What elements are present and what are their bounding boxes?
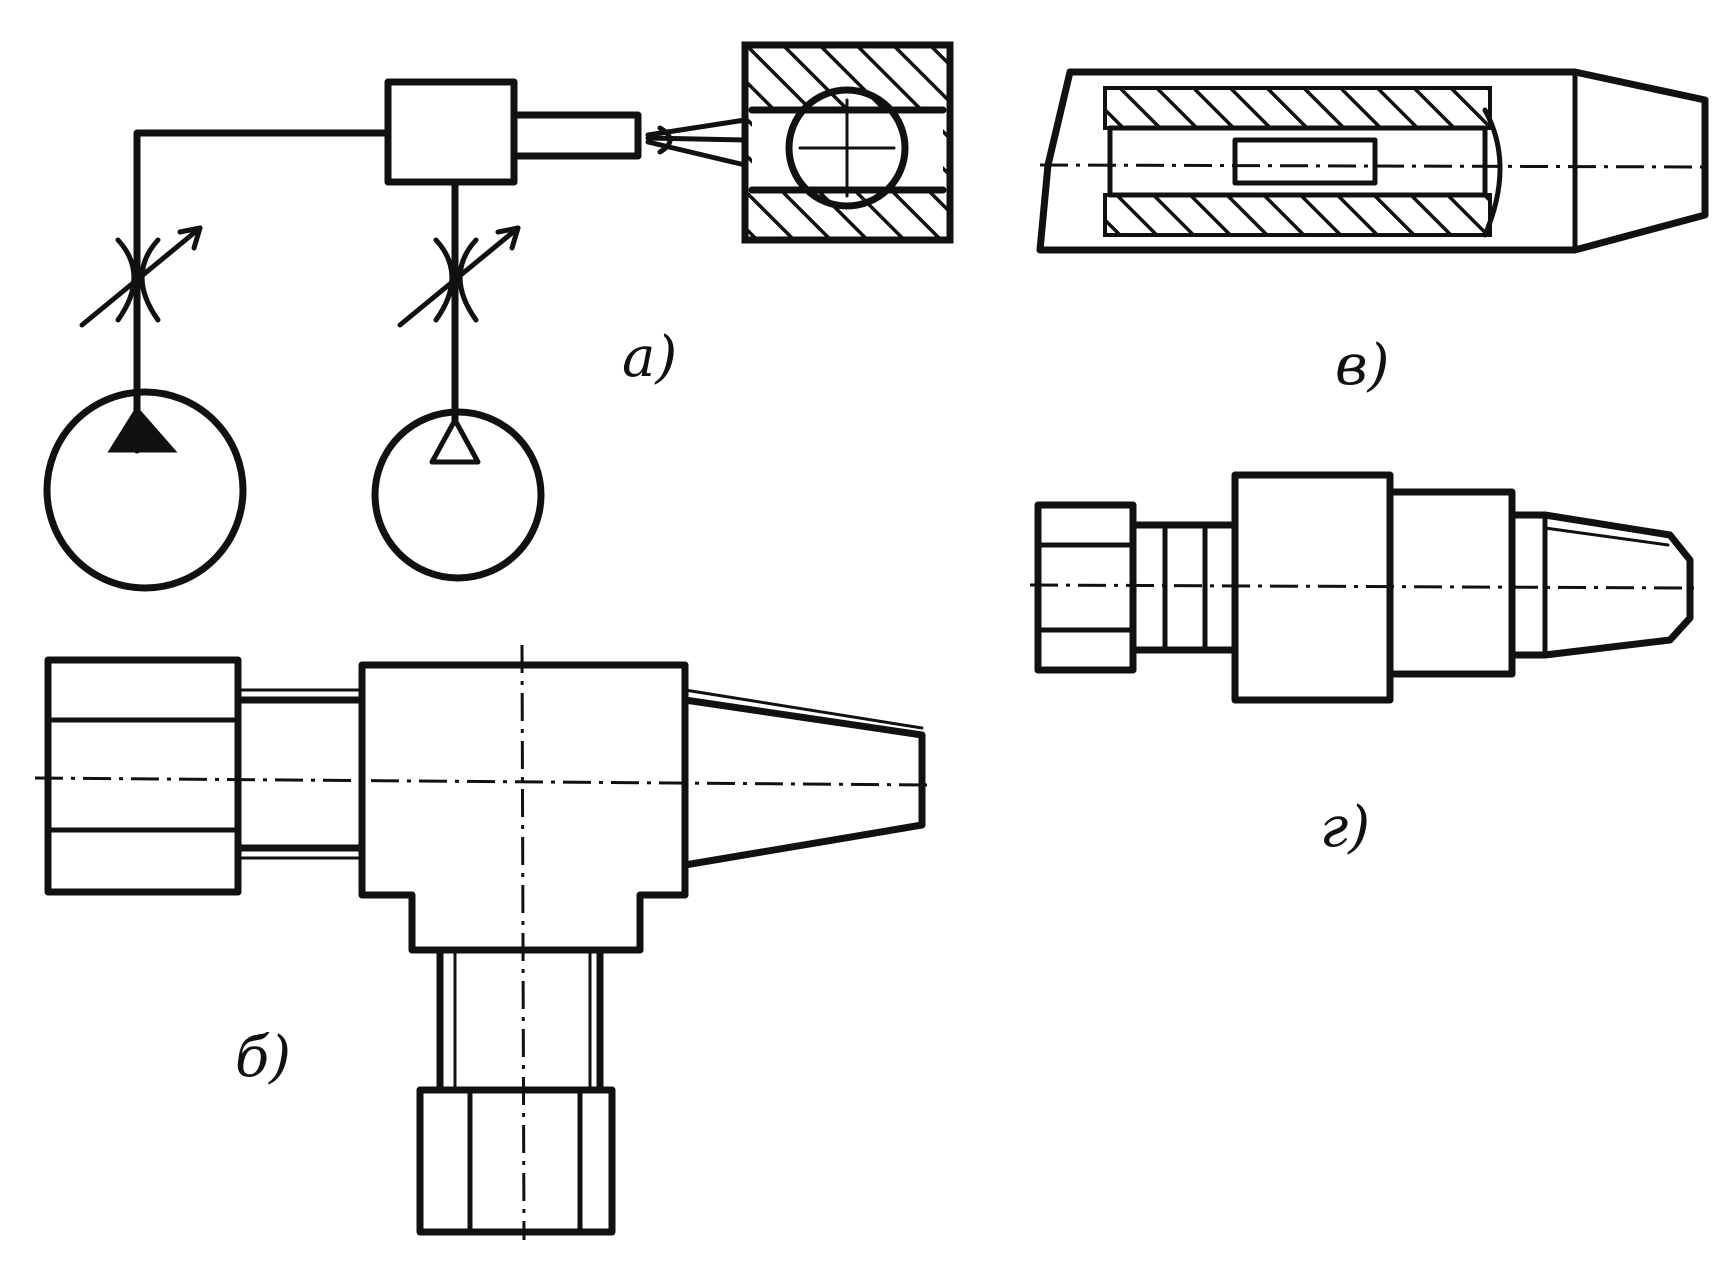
diagram-b-tee-fitting — [34, 644, 931, 1241]
filled-triangle-icon — [107, 405, 178, 453]
center-axis — [520, 644, 526, 1241]
hex-nut — [44, 656, 242, 896]
label-g: г) — [1320, 795, 1371, 860]
pipe-line — [133, 129, 392, 454]
label-b: б) — [235, 1025, 292, 1090]
center-axis — [1039, 163, 1711, 169]
body-section — [1386, 488, 1516, 678]
hatched-wall — [1103, 86, 1492, 130]
hex-nut — [416, 1086, 616, 1236]
shank — [234, 696, 366, 852]
diagram-a-schematic — [43, 41, 954, 592]
throttle-valve-icon — [79, 225, 203, 328]
label-v: в) — [1335, 333, 1390, 398]
hollow-triangle-icon — [429, 417, 481, 465]
label-a: а) — [622, 325, 678, 390]
cone-nozzle — [681, 696, 926, 869]
center-axis — [1029, 583, 1696, 590]
nozzle — [510, 111, 642, 160]
diagram-v-section — [1036, 68, 1711, 254]
branch-pipe — [436, 946, 604, 1094]
gas-cylinder-gauge — [371, 408, 545, 582]
center-axis — [34, 776, 931, 787]
workpiece-section — [741, 41, 954, 244]
hatched-wall — [1103, 193, 1492, 237]
flame-icon — [645, 117, 748, 168]
tee-body — [358, 661, 689, 954]
throttle-valve-icon — [397, 225, 521, 328]
hex-nut — [1034, 501, 1137, 674]
gas-cylinder-gauge — [43, 388, 247, 592]
diagram-g-fitting — [1029, 471, 1696, 704]
threaded-neck — [1129, 521, 1239, 654]
part-outline — [1036, 68, 1709, 254]
